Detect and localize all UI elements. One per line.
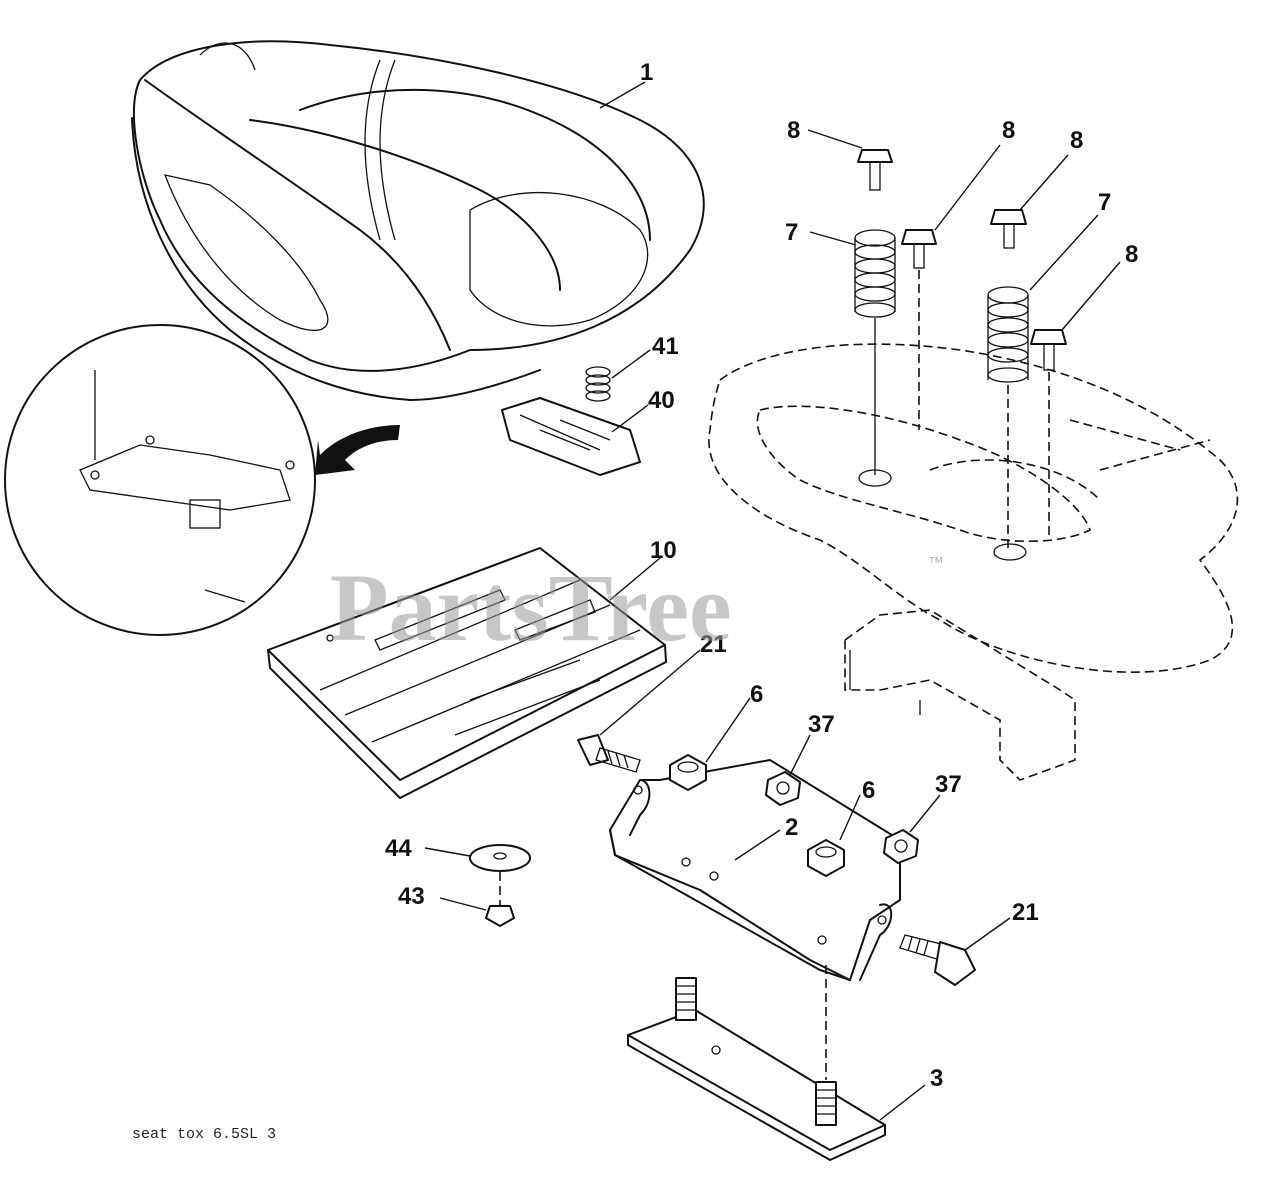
seat-part-1[interactable] [131,40,705,401]
callout-21a: 21 [700,631,727,658]
mower-frame [708,343,1239,673]
callout-8b: 8 [1002,117,1015,144]
support-bracket [844,609,1076,781]
hinge-bracket-part-2[interactable] [609,759,901,981]
washer-part-44[interactable] [469,844,531,905]
nut-part-37[interactable] [765,771,919,864]
spring-part-7-right[interactable] [987,286,1029,550]
callout-8d: 8 [1125,241,1138,268]
callout-8a: 8 [787,117,800,144]
callout-10: 10 [650,537,677,564]
callout-40: 40 [648,387,675,414]
trademark: ™ [928,555,944,572]
spring-part-41[interactable] [585,366,611,402]
bracket-part-40[interactable] [501,397,641,476]
callout-1: 1 [640,59,653,86]
screw-part-43[interactable] [485,905,515,927]
callout-37a: 37 [808,711,835,738]
callout-6b: 6 [862,777,875,804]
drawing-reference: seat tox 6.5SL 3 [132,1126,276,1143]
callout-7a: 7 [785,219,798,246]
spring-part-7-left[interactable] [854,229,896,475]
callout-3: 3 [930,1065,943,1092]
watermark: PartsTree [330,554,732,661]
callout-21b: 21 [1012,899,1039,926]
seat-pan-part-10[interactable] [267,547,667,799]
leader-lines [424,81,1121,1121]
bolt-part-8[interactable] [857,149,1067,535]
callout-37b: 37 [935,771,962,798]
callout-41: 41 [652,333,679,360]
bolt-part-21-left[interactable] [577,734,641,773]
callout-7b: 7 [1098,189,1111,216]
callouts: 1 8 8 8 7 7 8 41 40 10 21 6 37 6 37 2 44… [385,59,1138,1092]
callout-8c: 8 [1070,127,1083,154]
nut-part-6[interactable] [669,754,845,877]
callout-2: 2 [785,814,798,841]
callout-6a: 6 [750,681,763,708]
detail-view [4,324,400,636]
mounting-plate-part-3[interactable] [627,965,886,1161]
bolt-part-21-right[interactable] [899,934,976,986]
callout-44: 44 [385,835,412,862]
callout-43: 43 [398,883,425,910]
